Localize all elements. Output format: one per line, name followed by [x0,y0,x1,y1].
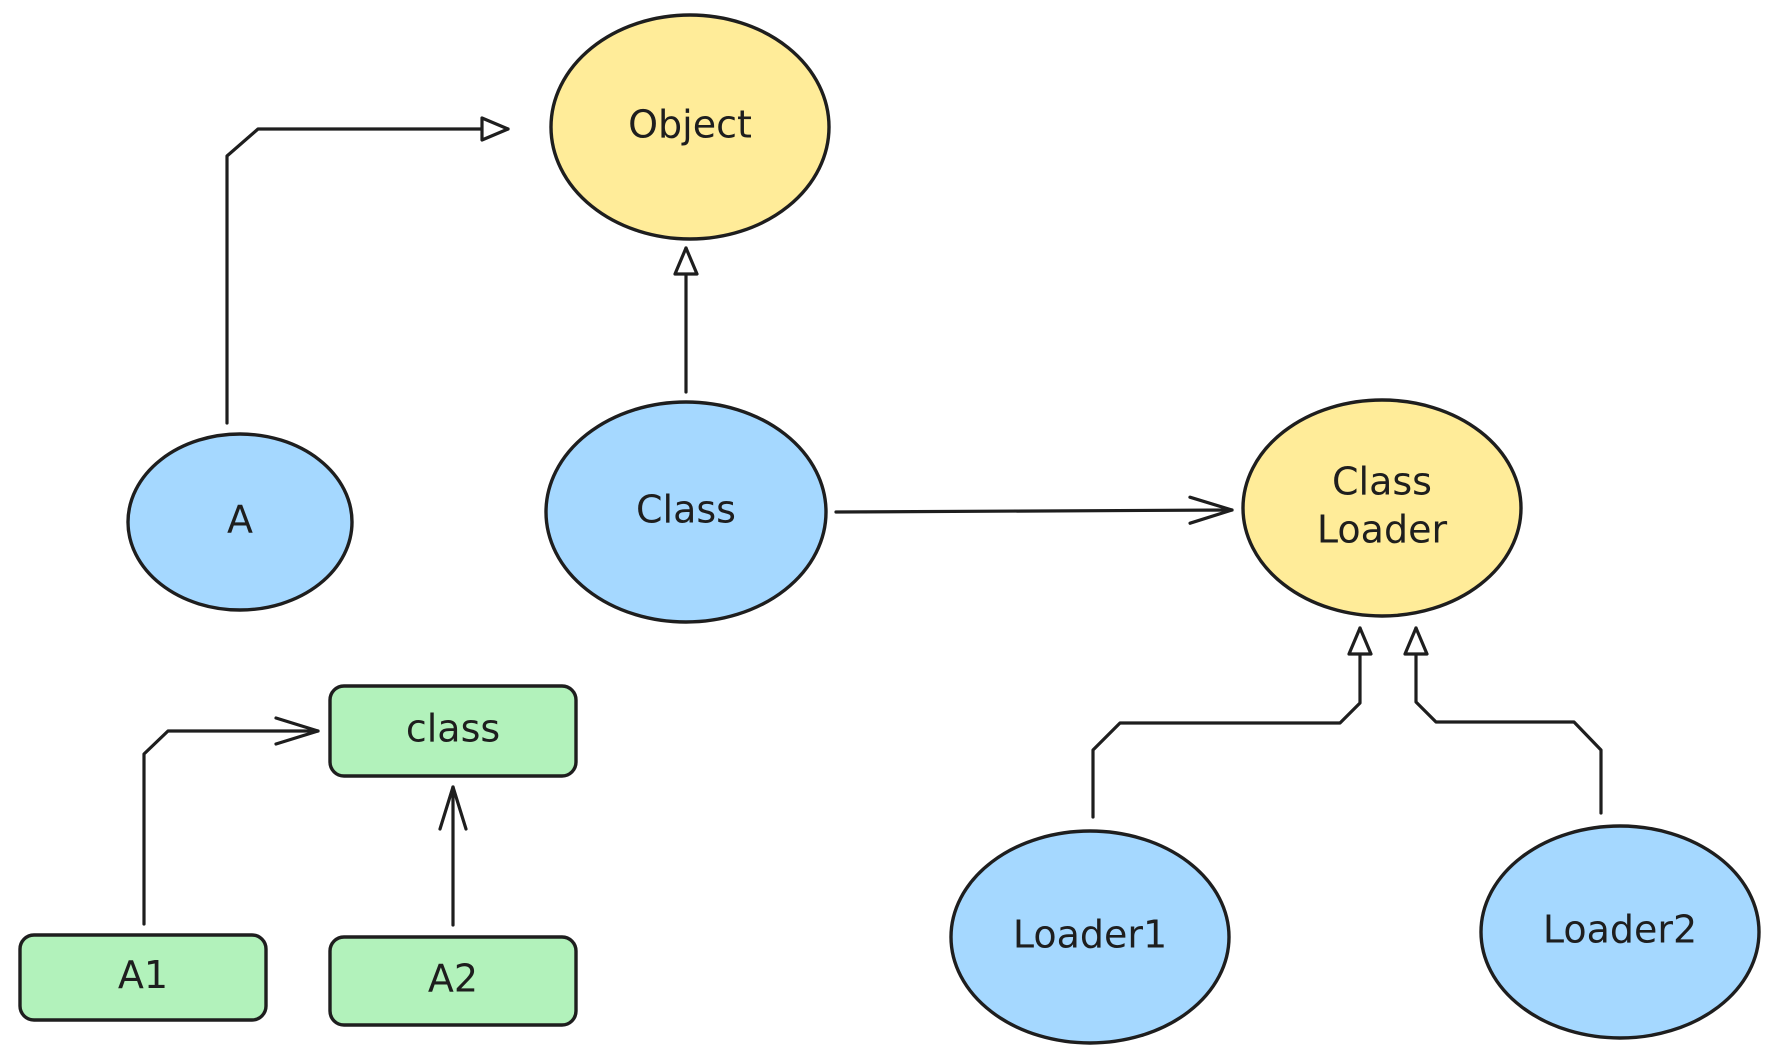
node-rect [18,933,268,1022]
edge-a2-to-class-box [438,785,468,927]
triangle-arrowhead [1347,626,1373,656]
triangle-arrowhead [1403,626,1429,656]
node-rect [328,935,578,1027]
edge-class-to-class-loader [834,495,1234,525]
node-a1[interactable]: A1 [18,933,268,1022]
edges-layer [142,116,1603,927]
node-class[interactable]: Class [544,400,828,624]
node-a1-label: A1 [118,953,168,997]
node-a[interactable]: A [126,432,354,612]
open-arrowhead [438,785,468,831]
connector-line [142,729,320,926]
node-class-loader-label: Class [1332,460,1432,504]
connector-line [1091,626,1362,819]
edge-loader1-to-class-loader [1091,626,1373,819]
node-class-box-label: class [406,707,500,751]
node-ellipse [126,432,354,612]
node-object-label: Object [628,103,752,147]
node-rect [328,684,578,778]
node-ellipse [949,829,1231,1045]
node-ellipse [1479,824,1761,1040]
triangle-arrowhead [673,246,699,276]
connector-line [225,127,510,425]
node-a2-label: A2 [428,957,478,1001]
node-class-loader-label: Loader [1317,508,1448,552]
open-arrowhead [1188,495,1234,525]
connector-line [834,508,1234,514]
node-ellipse [1241,398,1523,618]
node-class-label: Class [636,488,736,532]
edge-a-to-object [225,116,510,425]
node-loader2-label: Loader2 [1543,908,1697,952]
node-class-box[interactable]: class [328,684,578,778]
edge-class-to-object [673,246,699,394]
edge-a1-to-class-box [142,716,320,926]
node-loader2[interactable]: Loader2 [1479,824,1761,1040]
node-a-label: A [227,498,253,542]
node-object[interactable]: Object [549,13,831,241]
connector-line [1414,626,1603,815]
node-ellipse [549,13,831,241]
open-arrowhead [274,716,320,746]
node-a2[interactable]: A2 [328,935,578,1027]
node-ellipse [544,400,828,624]
triangle-arrowhead [480,116,510,142]
node-loader1[interactable]: Loader1 [949,829,1231,1045]
node-loader1-label: Loader1 [1013,913,1167,957]
edge-loader2-to-class-loader [1403,626,1603,815]
